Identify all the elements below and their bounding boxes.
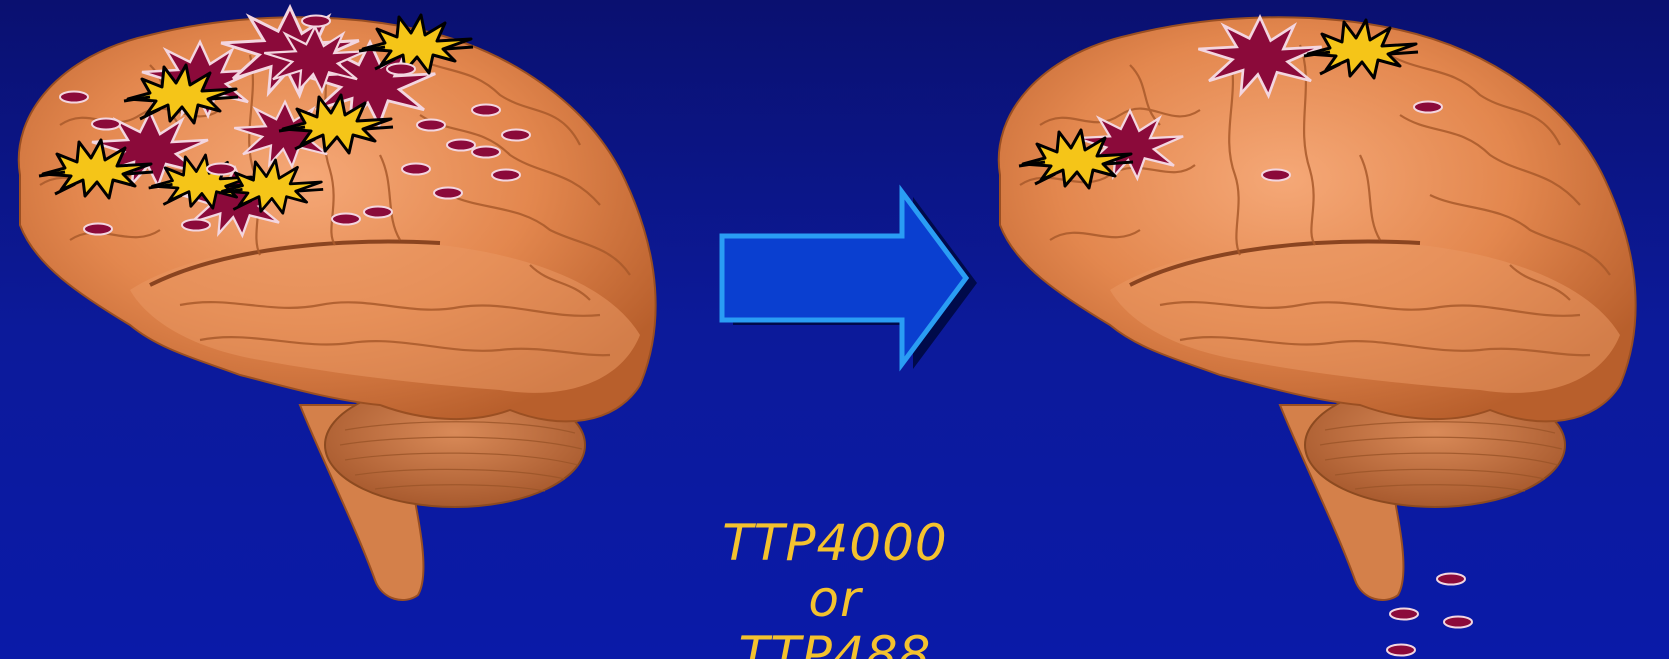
caption-line-2: or [620, 571, 1050, 627]
drug-caption: TTP4000 or TTP488 [620, 515, 1050, 659]
oligomer-ellipse-icon [92, 119, 120, 130]
oligomer-ellipse-icon [1390, 609, 1418, 620]
oligomer-ellipse-icon [472, 105, 500, 116]
oligomer-ellipse-icon [207, 164, 235, 175]
oligomer-ellipse-icon [434, 188, 462, 199]
caption-line-1: TTP4000 [620, 515, 1050, 571]
oligomer-ellipse-icon [332, 214, 360, 225]
oligomer-ellipse-icon [60, 92, 88, 103]
oligomer-ellipse-icon [472, 147, 500, 158]
right-arrow-icon [722, 192, 977, 369]
oligomer-ellipse-icon [1437, 574, 1465, 585]
caption-line-3: TTP488 [620, 627, 1050, 659]
oligomer-ellipse-icon [182, 220, 210, 231]
oligomer-ellipse-icon [502, 130, 530, 141]
oligomer-ellipse-icon [1414, 102, 1442, 113]
brain-after-icon [999, 17, 1636, 600]
oligomer-ellipse-icon [447, 140, 475, 151]
oligomer-ellipse-icon [1262, 170, 1290, 181]
oligomer-ellipse-icon [387, 64, 415, 75]
oligomer-ellipse-icon [364, 207, 392, 218]
oligomer-ellipse-icon [1444, 617, 1472, 628]
oligomer-ellipse-icon [1387, 645, 1415, 656]
oligomer-ellipse-icon [402, 164, 430, 175]
oligomer-ellipse-icon [84, 224, 112, 235]
oligomer-ellipse-icon [302, 16, 330, 27]
oligomer-ellipse-icon [492, 170, 520, 181]
oligomer-ellipse-icon [417, 120, 445, 131]
